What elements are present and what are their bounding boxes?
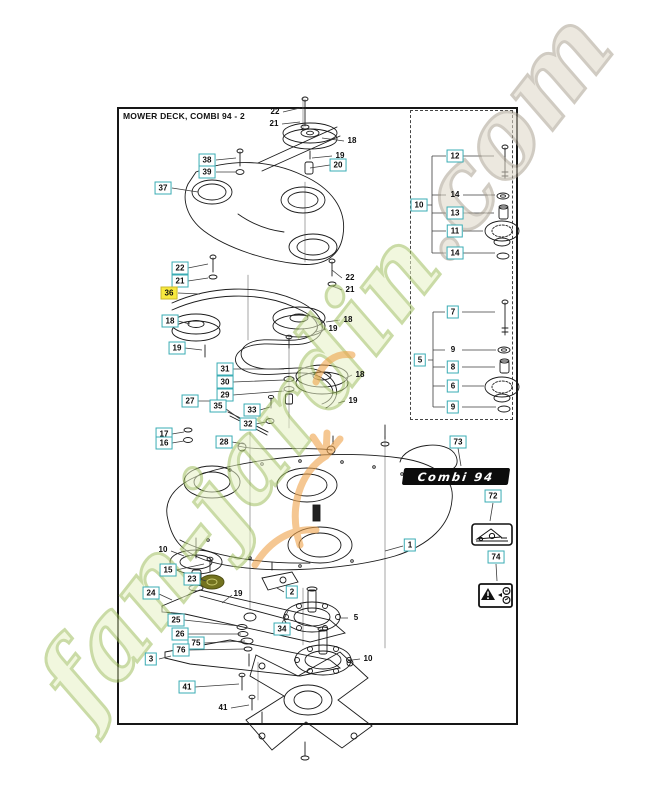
part-callout-9[interactable]: 9 [446,400,460,414]
part-callout-18: 18 [347,136,357,145]
part-callout-32[interactable]: 32 [239,417,257,431]
part-callout-36[interactable]: 36 [160,286,178,300]
part-callout-76[interactable]: 76 [172,643,190,657]
part-callout-14[interactable]: 14 [446,246,464,260]
part-callout-14: 14 [450,190,460,199]
combi-94-logo-text: Combi 94 [416,469,496,484]
part-callout-73[interactable]: 73 [449,435,467,449]
part-callout-13[interactable]: 13 [446,206,464,220]
diagram-title: MOWER DECK, COMBI 94 - 2 [123,111,245,121]
part-callout-24[interactable]: 24 [142,586,160,600]
deck-decal-icon [471,523,513,551]
part-callout-74[interactable]: 74 [487,550,505,564]
part-callout-11[interactable]: 11 [446,224,464,238]
part-callout-9: 9 [450,345,456,354]
part-callout-16[interactable]: 16 [155,436,173,450]
part-callout-10[interactable]: 10 [410,198,428,212]
part-callout-41: 41 [218,703,228,712]
part-callout-22: 22 [345,273,355,282]
part-callout-21: 21 [269,119,279,128]
part-callout-5: 5 [353,613,359,622]
part-callout-31[interactable]: 31 [216,362,234,376]
part-callout-35[interactable]: 35 [209,399,227,413]
part-callout-19: 19 [233,589,243,598]
part-callout-22: 22 [270,107,280,116]
part-callout-23[interactable]: 23 [183,572,201,586]
part-callout-10: 10 [158,545,168,554]
part-callout-18[interactable]: 18 [161,314,179,328]
part-callout-19[interactable]: 19 [168,341,186,355]
part-callout-41[interactable]: 41 [178,680,196,694]
part-callout-19: 19 [348,396,358,405]
part-callout-18: 18 [355,370,365,379]
part-callout-28[interactable]: 28 [215,435,233,449]
part-callout-15[interactable]: 15 [159,563,177,577]
part-callout-19: 19 [328,324,338,333]
part-callout-72[interactable]: 72 [484,489,502,503]
combi-94-logo: Combi 94 [401,468,511,485]
part-callout-2[interactable]: 2 [285,585,299,599]
part-callout-34[interactable]: 34 [273,622,291,636]
part-callout-30[interactable]: 30 [216,375,234,389]
part-callout-10: 10 [363,654,373,663]
part-callout-39[interactable]: 39 [198,165,216,179]
part-callout-25[interactable]: 25 [167,613,185,627]
part-callout-5[interactable]: 5 [413,353,427,367]
part-callout-1[interactable]: 1 [403,538,417,552]
part-callout-33[interactable]: 33 [243,403,261,417]
part-callout-26[interactable]: 26 [171,627,189,641]
part-callout-22[interactable]: 22 [171,261,189,275]
part-callout-6[interactable]: 6 [446,379,460,393]
part-callout-12[interactable]: 12 [446,149,464,163]
part-callout-3[interactable]: 3 [144,652,158,666]
part-callout-7[interactable]: 7 [446,305,460,319]
part-callout-18: 18 [343,315,353,324]
part-callout-75[interactable]: 75 [187,636,205,650]
part-callout-27[interactable]: 27 [181,394,199,408]
part-callout-21: 21 [345,285,355,294]
part-callout-8[interactable]: 8 [446,360,460,374]
part-callout-37[interactable]: 37 [154,181,172,195]
part-callout-20[interactable]: 20 [329,158,347,172]
warning-decal-icon [478,583,513,613]
